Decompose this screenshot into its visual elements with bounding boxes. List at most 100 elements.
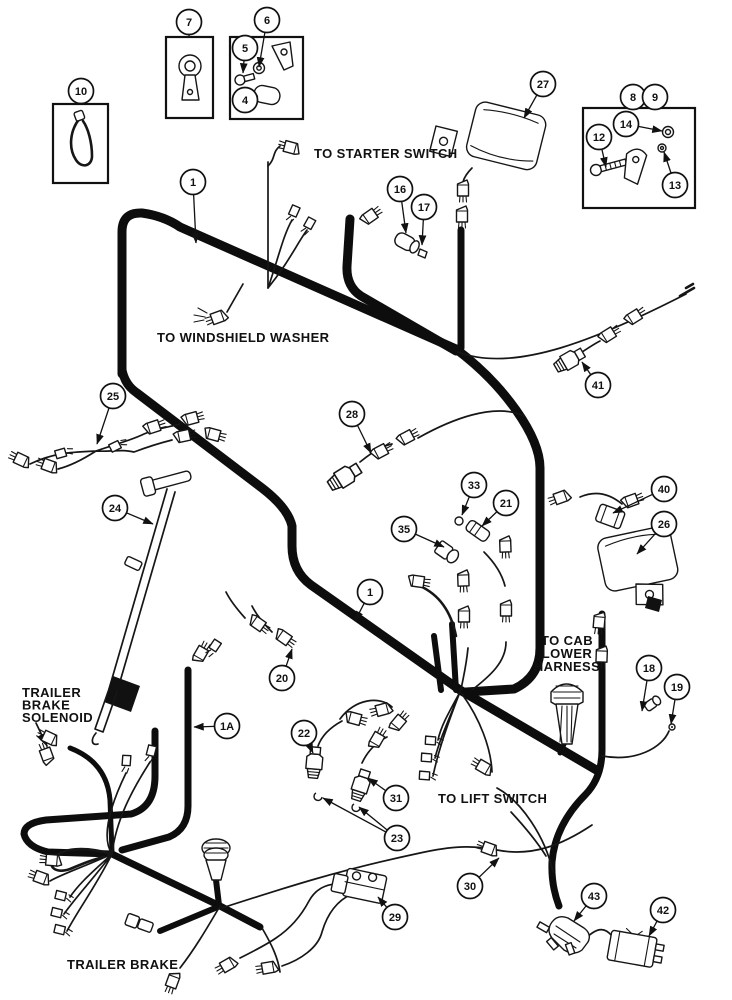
callout-40-number: 40 [658, 484, 670, 496]
callout-12: 12 [585, 123, 613, 168]
tick-mark [684, 282, 695, 290]
callout-6: 6 [253, 6, 281, 68]
callout-20-number: 20 [276, 673, 288, 685]
callout-19: 19 [663, 673, 691, 725]
callout-35-number: 35 [398, 524, 410, 536]
callout-9: 9 [641, 83, 669, 111]
part-28-switch [324, 426, 421, 495]
callout-19-number: 19 [671, 682, 683, 694]
callout-9-number: 9 [652, 92, 658, 104]
callout-43-number: 43 [588, 891, 600, 903]
label-trailer-brake: TRAILER BRAKE [67, 957, 178, 972]
callout-23-bubble [383, 824, 411, 852]
callout-41-bubble [584, 371, 612, 399]
callout-1a: 1A [193, 712, 241, 740]
callout-40-bubble [650, 475, 678, 503]
callout-12-number: 12 [593, 132, 605, 144]
callout-40: 40 [612, 475, 678, 514]
callout-31-number: 31 [390, 793, 402, 805]
callout-42: 42 [648, 896, 677, 937]
small-connector [254, 959, 280, 976]
part-10-cable-tie [69, 109, 94, 167]
callout-17-number: 17 [418, 202, 430, 214]
callout-14: 14 [612, 110, 663, 138]
callout-25-number: 25 [107, 391, 119, 403]
callout-22: 22 [290, 719, 318, 754]
callout-30-bubble [456, 872, 484, 900]
parts-12-13-14-group [589, 125, 675, 185]
harness-run-top-left [117, 208, 461, 379]
callout-10-number: 10 [75, 86, 87, 98]
callout-7: 7 [175, 8, 203, 36]
callout-1-middle-number: 1 [367, 587, 373, 599]
callout-24-bubble [101, 494, 129, 522]
harness-run-right-tail [548, 610, 606, 910]
part-24-rod [91, 470, 192, 746]
callout-20: 20 [268, 648, 296, 692]
plug-taper [213, 877, 222, 908]
parts-33-21-35-cluster [406, 516, 513, 629]
module-26 [591, 525, 679, 669]
callout-4-bubble [231, 86, 259, 114]
callout-6-number: 6 [264, 15, 270, 27]
callout-18-number: 18 [643, 663, 655, 675]
callout-7-number: 7 [186, 17, 192, 29]
part-29-valve [330, 867, 388, 904]
callout-20-bubble [268, 664, 296, 692]
callout-5-number: 5 [242, 43, 248, 55]
small-connector [162, 969, 182, 996]
callout-26-number: 26 [658, 519, 670, 531]
label-to-lift-switch: TO LIFT SWITCH [438, 791, 547, 806]
left-loop-connector [38, 852, 64, 868]
part-16-bulb [394, 232, 420, 254]
callout-4-number: 4 [242, 95, 249, 107]
callout-29-number: 29 [389, 912, 401, 924]
callout-42-bubble [649, 896, 677, 924]
callout-31: 31 [367, 777, 410, 812]
part-18-bulb [642, 693, 663, 713]
harness-run-left-s [117, 365, 465, 695]
harness-run-right-vertical [451, 344, 545, 697]
cab-lower-harness-plug [550, 683, 584, 745]
callout-12-bubble [585, 123, 613, 151]
callout-4: 4 [231, 86, 259, 114]
junction-up-stubs [431, 621, 459, 693]
callout-8-number: 8 [630, 92, 636, 104]
callout-27: 27 [523, 70, 557, 119]
callout-21-number: 21 [500, 498, 512, 510]
callout-17: 17 [410, 193, 438, 246]
branch-wires [35, 145, 696, 973]
part-42-relay [606, 927, 665, 968]
trailer-brake-connector [124, 912, 154, 933]
part-21 [465, 519, 491, 542]
callout-13-number: 13 [669, 180, 681, 192]
callout-24: 24 [101, 494, 154, 525]
components [7, 41, 695, 996]
callout-35-bubble [390, 515, 418, 543]
label-to-windshield-washer: TO WINDSHIELD WASHER [157, 330, 330, 345]
solenoid-wire [67, 745, 115, 855]
part-4-5-6-group [234, 41, 294, 106]
callout-1-top-bubble [179, 168, 207, 196]
callout-6-bubble [253, 6, 281, 34]
callout-14-number: 14 [620, 119, 633, 131]
part-17 [417, 248, 428, 259]
part-25-wire-cluster [7, 409, 228, 475]
callout-28-number: 28 [346, 409, 358, 421]
harness-trailer-brake-stub [157, 903, 223, 934]
callout-27-number: 27 [537, 79, 549, 91]
branch-1a-connector [190, 639, 213, 666]
callout-14-bubble [612, 110, 640, 138]
flag-terminal [283, 203, 302, 225]
part-43-cluster [536, 915, 591, 956]
callout-18: 18 [635, 654, 663, 712]
callout-25: 25 [96, 382, 127, 445]
harness-run-junction-right [455, 685, 603, 776]
harness-left-loop [20, 727, 159, 858]
callout-1-top: 1 [179, 168, 207, 244]
callout-16-bubble [386, 175, 414, 203]
